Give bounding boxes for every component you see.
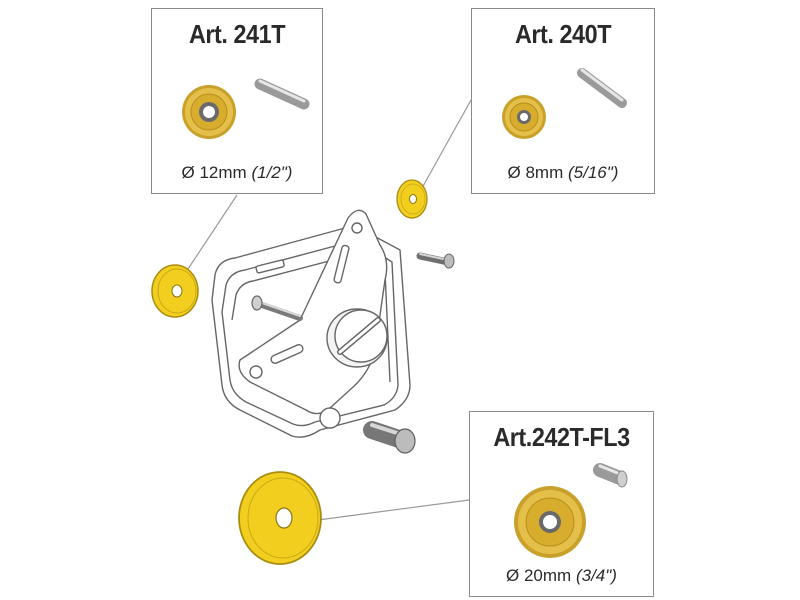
wheel-diagram-20mm: [238, 471, 322, 565]
leader-line-241t: [185, 194, 238, 273]
gold-wheel-12mm: [182, 85, 236, 139]
diameter-label: Ø 8mm (5/16"): [507, 163, 619, 182]
gold-wheel-20mm: [514, 486, 586, 558]
housing-pin-left: [251, 295, 303, 321]
gold-wheel-8mm: [502, 95, 546, 139]
axle-pin-upper: [416, 252, 455, 269]
steel-pin-240t: [577, 68, 627, 108]
diameter-label: Ø 12mm (1/2"): [181, 163, 293, 182]
steel-bushing-242t: [593, 463, 628, 488]
cutter-head-housing: [211, 209, 411, 438]
diameter-label: Ø 20mm (3/4"): [506, 566, 617, 585]
wheel-and-pin-illustration: [182, 78, 310, 139]
leader-line-240t: [421, 99, 472, 189]
wheel-diagram-12mm: [151, 264, 199, 318]
product-box-242t-fl3: Art.242T-FL3 Ø 20mm (3/4"): [469, 411, 654, 597]
wheel-diagram-8mm: [396, 179, 428, 219]
article-title: Art. 240T: [514, 19, 612, 49]
bushing-lower: [363, 421, 416, 454]
product-box-240t: Art. 240T Ø 8mm (5/16"): [471, 8, 655, 194]
wheel-and-pin-illustration: [502, 68, 627, 139]
wheel-and-bushing-illustration: [514, 463, 628, 558]
article-title: Art. 241T: [188, 19, 286, 49]
leader-line-242t: [317, 499, 470, 521]
article-title: Art.242T-FL3: [493, 422, 630, 452]
steel-pin-241t: [254, 78, 310, 110]
product-box-241t: Art. 241T Ø 12mm (1/2"): [151, 8, 323, 194]
